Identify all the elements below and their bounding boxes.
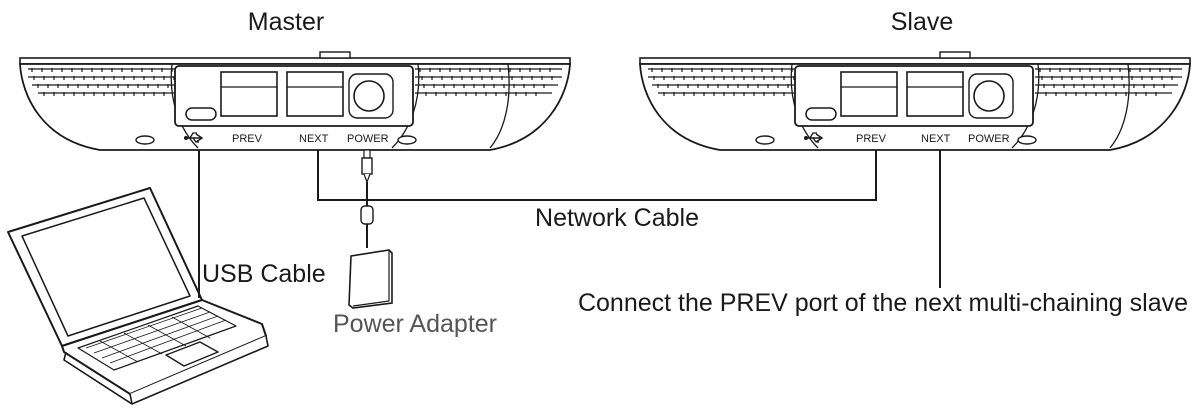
master-power-port-label: POWER bbox=[347, 133, 389, 145]
slave-power-port-label: POWER bbox=[968, 133, 1010, 145]
laptop-icon bbox=[7, 187, 269, 405]
master-title: Master bbox=[248, 8, 324, 36]
power-cable-ferrite bbox=[360, 205, 374, 248]
master-prev-port-label: PREV bbox=[232, 133, 263, 145]
slave-device: PREV NEXT POWER bbox=[639, 51, 1191, 151]
power-adapter bbox=[348, 249, 393, 309]
master-device: PREV NEXT POWER bbox=[19, 51, 571, 151]
slave-prev-port-label: PREV bbox=[856, 133, 887, 145]
usb-cable-label: USB Cable bbox=[202, 260, 326, 288]
slave-title: Slave bbox=[891, 8, 954, 36]
network-cable-label: Network Cable bbox=[535, 204, 699, 232]
slave-next-port-label: NEXT bbox=[921, 133, 951, 145]
master-next-port-label: NEXT bbox=[299, 133, 329, 145]
next-slave-note: Connect the PREV port of the next multi-… bbox=[578, 289, 1188, 317]
power-plug bbox=[361, 149, 373, 184]
power-adapter-label: Power Adapter bbox=[333, 310, 497, 338]
network-cable bbox=[317, 150, 877, 201]
